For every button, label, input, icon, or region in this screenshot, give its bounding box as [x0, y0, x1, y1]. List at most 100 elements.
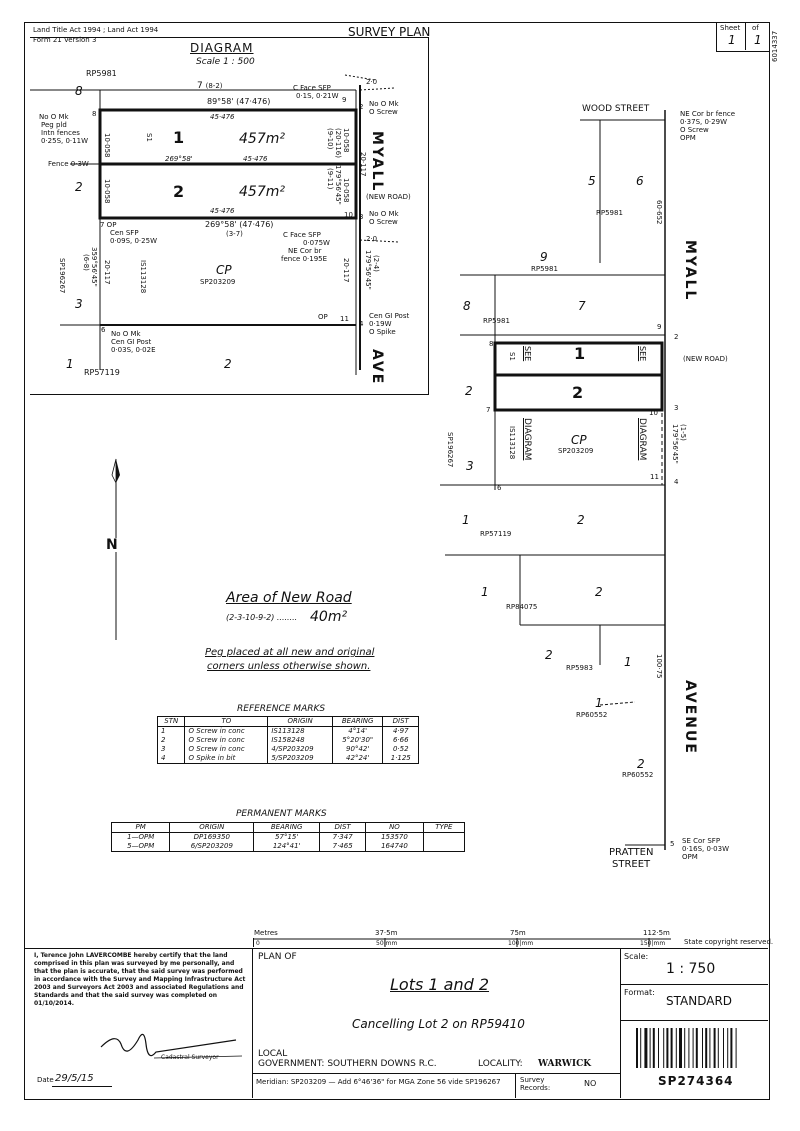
diag-note-cen-gi-4: Cen GI Post: [369, 312, 410, 320]
cp-label: CP: [571, 433, 587, 447]
pt-2: 2: [674, 333, 679, 341]
government-label: GOVERNMENT: SOUTHERN DOWNS R.C.: [258, 1059, 437, 1069]
reference-marks-title: REFERENCE MARKS: [237, 704, 326, 714]
lot-1-e: 1: [595, 696, 603, 710]
scale-value: 1 : 750: [666, 961, 716, 977]
diagram-frame: [30, 37, 429, 395]
lot-6: 6: [636, 174, 644, 188]
barcode-icon: [636, 1028, 737, 1068]
col-bearing: BEARING: [253, 822, 321, 833]
diag-pt7-op: 7 OP: [100, 221, 117, 229]
pt-10: 10: [649, 409, 658, 417]
diag-dist-top: 45·476: [210, 113, 235, 121]
rp5981-mid: RP5981: [531, 265, 558, 273]
diag-lot-2-area: 457m²: [239, 184, 285, 200]
diag-op: OP: [318, 313, 328, 321]
scale-100mm: 100|mm: [508, 940, 534, 947]
diag-lot-7-ref: 7 (8-2): [197, 81, 223, 91]
diagram-label-right: DIAGRAM: [637, 418, 647, 461]
rp57119-label: RP57119: [480, 530, 512, 538]
diag-dist-bot: 45·476: [210, 207, 235, 215]
pt-3: 3: [674, 404, 679, 412]
diag-rp5981: RP5981: [86, 69, 117, 78]
diag-s1: S1: [145, 133, 153, 142]
sheet-label: Sheet: [720, 24, 741, 32]
avenue-street-label: AVENUE: [682, 680, 698, 755]
col-dist: DIST: [319, 822, 367, 833]
col-to: TO: [184, 716, 269, 727]
diagram-label-left: DIAGRAM: [522, 418, 532, 461]
diag-right-ref-2: (9-11): [326, 168, 334, 190]
sheet-box: [716, 22, 770, 52]
diag-left-lower-ref: (6-8): [82, 254, 90, 271]
bearing-ref-1-5: (1-5): [679, 424, 687, 441]
wood-street-label: WOOD STREET: [582, 104, 650, 114]
area-new-road-title: Area of New Road: [226, 590, 352, 606]
lot-1-c: 1: [481, 585, 489, 599]
diagram-title: DIAGRAM: [190, 41, 254, 55]
diag-is113128: IS113128: [139, 260, 147, 294]
s1-label: S1: [508, 352, 516, 361]
pratten-label: PRATTEN: [609, 847, 654, 858]
sheet-border: [24, 22, 770, 1100]
diag-rp57119: RP57119: [84, 368, 120, 377]
diag-bearing-bot: 269°58' (47·476): [205, 220, 274, 229]
col-origin: ORIGIN: [267, 716, 333, 727]
scale-75m: 75m: [510, 929, 526, 937]
scale-50mm: 50|mm: [376, 940, 398, 947]
diag-pt4: 4: [359, 320, 364, 328]
note-ne-cor-fence: NE Cor br fence: [680, 110, 736, 118]
diag-left-dist-1: 10·058: [103, 133, 111, 158]
diag-note-o-screw-2: O Screw: [369, 108, 398, 116]
note-se-cor: SE Cor SFP: [682, 837, 721, 845]
date-value: 29/5/15: [55, 1073, 94, 1084]
diag-pt9: 9: [342, 96, 347, 104]
diag-left-lower-bearing: 359°56'45": [90, 247, 98, 287]
diag-pt8: 8: [92, 110, 97, 118]
lot-2-number: 2: [572, 383, 584, 402]
diag-myall-street: MYALL: [369, 131, 385, 193]
locality-label: LOCALITY:: [478, 1059, 523, 1069]
cancelling-note: Cancelling Lot 2 on RP59410: [352, 1017, 525, 1031]
diag-bearing-mid: 269°58': [165, 155, 193, 163]
survey-records-label: Survey Records:: [520, 1076, 551, 1092]
plan-heading: SURVEY PLAN: [348, 25, 431, 39]
col-bearing: BEARING: [331, 716, 384, 727]
permanent-marks-title: PERMANENT MARKS: [236, 809, 327, 819]
lot-1-d: 1: [624, 655, 632, 669]
pt-4: 4: [674, 478, 679, 486]
rp60552-upper: RP60552: [576, 711, 608, 719]
dist-60652: 60·652: [655, 200, 663, 225]
diag-cp: CP: [216, 263, 232, 277]
main-plan-drawing: [440, 110, 666, 850]
diag-bearing-top: 89°58' (47·476): [207, 97, 271, 106]
diag-note-peg-pld: Peg pld: [41, 121, 67, 129]
diag-right-bearing-2: (20·116): [334, 128, 342, 158]
col-stn: STN: [156, 716, 186, 727]
lot-9: 9: [540, 250, 548, 264]
diag-lot-2-bottom: 2: [224, 357, 232, 371]
note-ne-cor-fence-vals: 0·37S, 0·29W: [680, 118, 727, 126]
diag-note-intn: Intn fences: [41, 129, 80, 137]
see-label-right: SEE: [638, 346, 647, 362]
rp5983-label: RP5983: [566, 664, 593, 672]
format-value: STANDARD: [666, 994, 733, 1008]
note-opm: OPM: [680, 134, 696, 142]
col-pm: PM: [110, 822, 171, 833]
diag-note-ne-cor-vals: fence 0·195E: [281, 255, 328, 263]
note-se-cor-vals: 0·16S, 0·03W: [682, 845, 729, 853]
diag-pt2: 2: [359, 103, 364, 111]
diag-note-cen-sfp: Cen SFP: [110, 229, 139, 237]
diag-note-cface-mid: C Face SFP: [283, 231, 321, 239]
scale-112-5m: 112·5m: [643, 929, 670, 937]
diag-right-ref-1: (9-10): [326, 128, 334, 150]
lot-2-c: 2: [595, 585, 603, 599]
col-type: TYPE: [422, 822, 466, 833]
diag-note-no-mk-8: No O Mk: [39, 113, 69, 121]
diagram-drawing: [30, 74, 399, 375]
plan-number: SP274364: [658, 1074, 734, 1088]
